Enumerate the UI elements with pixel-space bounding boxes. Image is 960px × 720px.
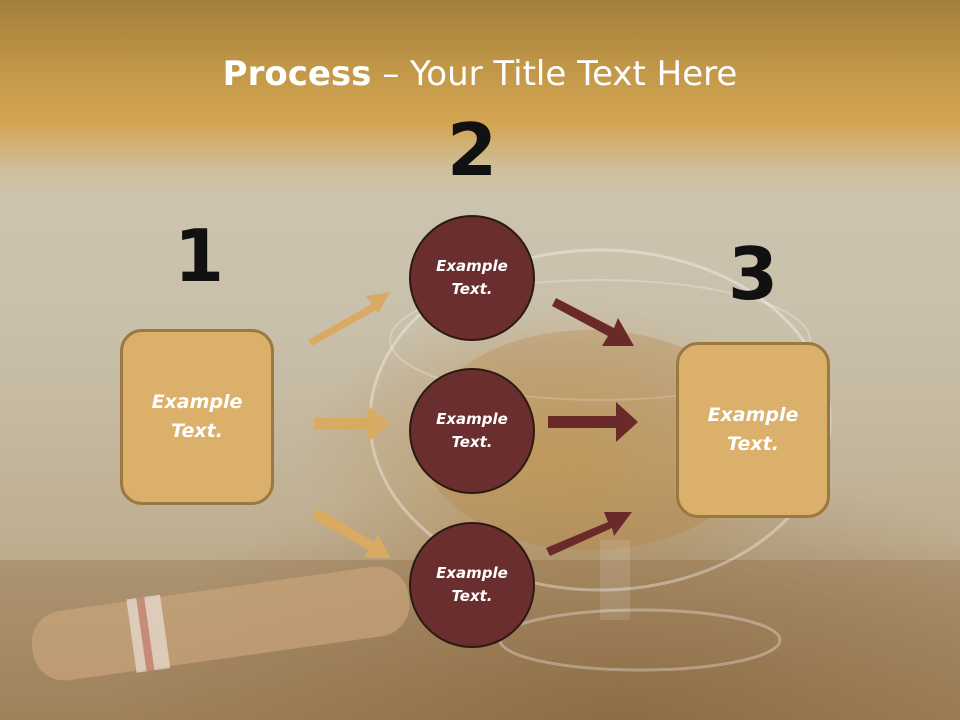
arrow-right-maroon (548, 402, 638, 442)
right-box-text: Example Text. (707, 404, 799, 455)
circle-middle: Example Text. (409, 368, 535, 494)
title-dash: – (371, 54, 411, 94)
arrow-up-right-maroon (546, 512, 632, 556)
arrow-down-right-tan (312, 508, 390, 558)
circle-middle-text: Example Text. (436, 410, 508, 451)
circle-top: Example Text. (409, 215, 535, 341)
arrow-down-right-maroon (552, 298, 634, 346)
step-number-3: 3 (727, 232, 779, 316)
arrow-up-right-tan (308, 292, 390, 346)
right-box: Example Text. (676, 342, 830, 518)
title-rest: Your Title Text Here (410, 54, 738, 94)
slide-title: Process – Your Title Text Here (0, 52, 960, 96)
step-number-1: 1 (173, 214, 225, 298)
step-number-2: 2 (446, 108, 498, 192)
circle-bottom: Example Text. (409, 522, 535, 648)
left-box: Example Text. (120, 329, 274, 505)
circle-bottom-text: Example Text. (436, 564, 508, 605)
circle-top-text: Example Text. (436, 257, 508, 298)
arrow-right-tan (314, 406, 390, 442)
left-arrows (308, 292, 390, 558)
right-arrows (546, 298, 638, 556)
header-band (0, 0, 960, 200)
left-box-text: Example Text. (151, 391, 243, 442)
title-bold: Process (222, 54, 372, 94)
